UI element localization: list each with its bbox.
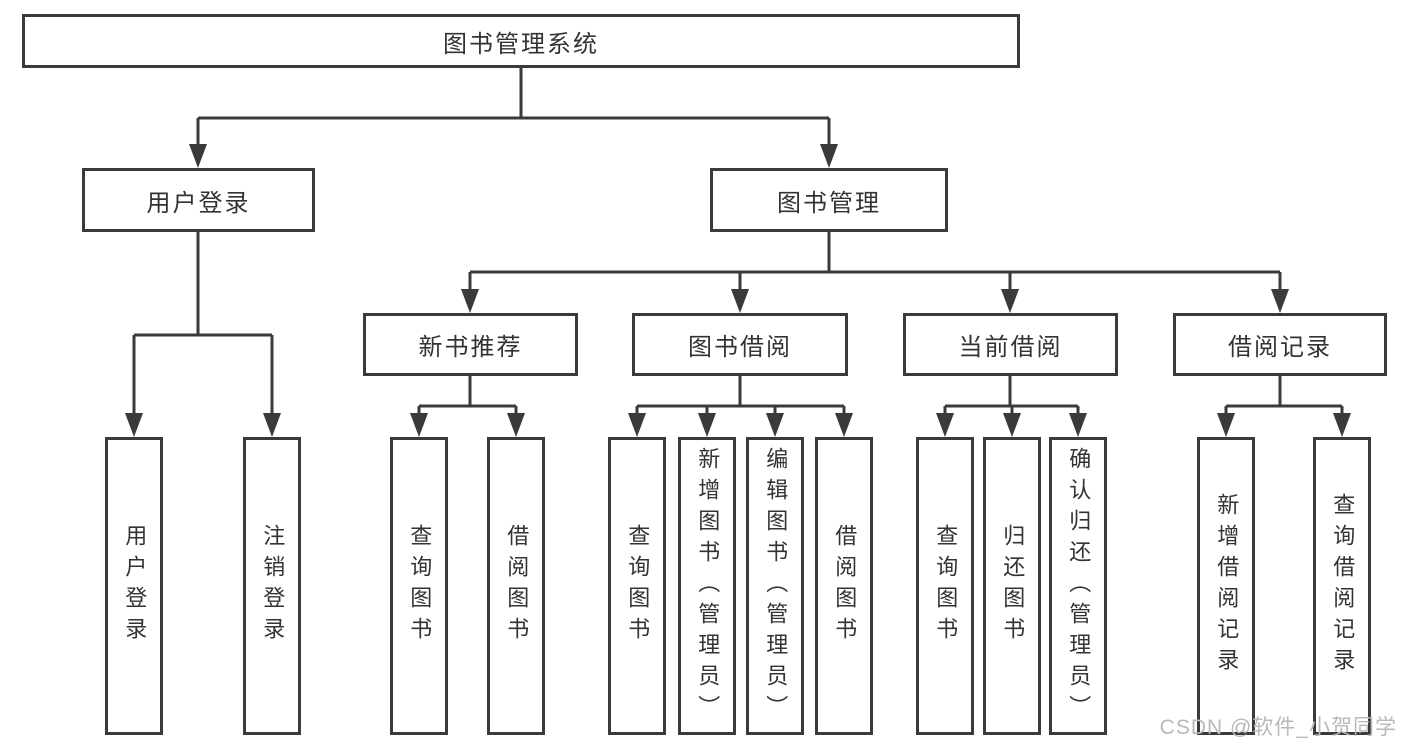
leaf-nb-borrow-books-label: 借阅图书 bbox=[504, 524, 530, 648]
leaf-cb-confirm-return-admin-label: 确认归还（管理员） bbox=[1066, 446, 1092, 726]
leaf-cb-confirm-return-admin: 确认归还（管理员） bbox=[1049, 437, 1107, 735]
leaf-bb-query-books: 查询图书 bbox=[608, 437, 666, 735]
leaf-bb-add-books-admin-label: 新增图书（管理员） bbox=[695, 446, 721, 726]
leaf-cb-return-books: 归还图书 bbox=[983, 437, 1041, 735]
node-new-book-recommend: 新书推荐 bbox=[363, 313, 578, 376]
node-root: 图书管理系统 bbox=[22, 14, 1020, 68]
leaf-cb-query-books: 查询图书 bbox=[916, 437, 974, 735]
leaf-bb-borrow-books: 借阅图书 bbox=[815, 437, 873, 735]
leaf-br-query-record-label: 查询借阅记录 bbox=[1330, 493, 1356, 679]
node-current-borrow-label: 当前借阅 bbox=[958, 334, 1063, 361]
leaf-user-login: 用户登录 bbox=[105, 437, 163, 735]
node-book-management-label: 图书管理 bbox=[777, 189, 881, 217]
node-user-login: 用户登录 bbox=[82, 168, 315, 232]
node-book-borrow: 图书借阅 bbox=[632, 313, 848, 376]
node-user-login-label: 用户登录 bbox=[146, 189, 251, 217]
leaf-logout-label: 注销登录 bbox=[260, 524, 286, 648]
leaf-bb-query-books-label: 查询图书 bbox=[625, 524, 651, 648]
leaf-br-add-record: 新增借阅记录 bbox=[1197, 437, 1255, 735]
leaf-br-query-record: 查询借阅记录 bbox=[1313, 437, 1371, 735]
leaf-cb-query-books-label: 查询图书 bbox=[933, 524, 959, 648]
leaf-nb-borrow-books: 借阅图书 bbox=[487, 437, 545, 735]
leaf-bb-add-books-admin: 新增图书（管理员） bbox=[678, 437, 736, 735]
node-borrow-records: 借阅记录 bbox=[1173, 313, 1387, 376]
node-new-book-recommend-label: 新书推荐 bbox=[418, 334, 523, 361]
leaf-user-login-label: 用户登录 bbox=[122, 524, 148, 648]
leaf-cb-return-books-label: 归还图书 bbox=[1000, 524, 1026, 648]
watermark-text: CSDN @软件_小贺同学 bbox=[1159, 716, 1397, 739]
node-borrow-records-label: 借阅记录 bbox=[1228, 334, 1332, 361]
node-current-borrow: 当前借阅 bbox=[903, 313, 1118, 376]
leaf-bb-edit-books-admin-label: 编辑图书（管理员） bbox=[763, 446, 789, 726]
leaf-nb-query-books: 查询图书 bbox=[390, 437, 448, 735]
leaf-bb-edit-books-admin: 编辑图书（管理员） bbox=[746, 437, 804, 735]
node-book-management: 图书管理 bbox=[710, 168, 948, 232]
leaf-nb-query-books-label: 查询图书 bbox=[407, 524, 433, 648]
node-root-label: 图书管理系统 bbox=[443, 30, 599, 58]
leaf-br-add-record-label: 新增借阅记录 bbox=[1214, 493, 1240, 679]
node-book-borrow-label: 图书借阅 bbox=[688, 334, 792, 361]
leaf-logout: 注销登录 bbox=[243, 437, 301, 735]
leaf-bb-borrow-books-label: 借阅图书 bbox=[832, 524, 858, 648]
